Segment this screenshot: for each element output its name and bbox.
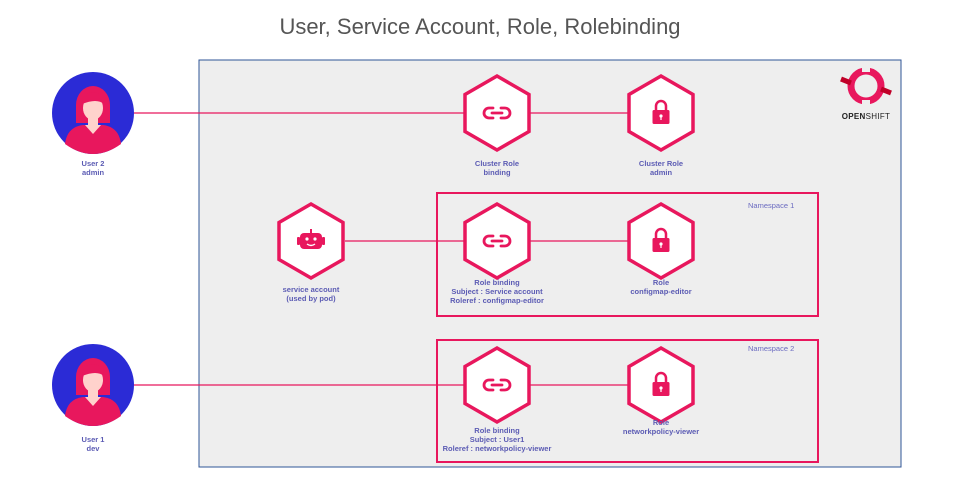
- ns2-role-binding-label-line3: Roleref : networkpolicy-viewer: [443, 444, 552, 453]
- user-1-avatar: [52, 344, 134, 426]
- namespace-2-box: [436, 339, 819, 463]
- ns1-role-binding-label-line2: Subject : Service account: [451, 287, 543, 296]
- cluster-role-node: [627, 74, 695, 152]
- ns1-role-label-line1: Role: [653, 278, 669, 287]
- openshift-logo-text: OPENSHIFT: [842, 112, 890, 121]
- cluster-role-label-line1: Cluster Role: [639, 159, 683, 168]
- user-1-label-line2: dev: [87, 444, 101, 453]
- cluster-role-binding-label-line2: binding: [483, 168, 510, 177]
- namespace-2-label: Namespace 2: [748, 344, 794, 353]
- service-account-label-line2: (used by pod): [286, 294, 336, 303]
- cluster-role-binding-label-line1: Cluster Role: [475, 159, 519, 168]
- robot-icon: [297, 229, 325, 249]
- diagram-title: User, Service Account, Role, Rolebinding: [279, 14, 680, 39]
- service-account-label-line1: service account: [283, 285, 340, 294]
- cluster-role-binding-node: [463, 74, 531, 152]
- ns2-role-label-line1: Role: [653, 418, 669, 427]
- cluster-role-label-line2: admin: [650, 168, 673, 177]
- namespace-1-label: Namespace 1: [748, 201, 794, 210]
- ns2-role-node: [627, 346, 695, 424]
- user-1-label-line1: User 1: [82, 435, 105, 444]
- ns2-role-binding-label-line2: Subject : User1: [470, 435, 525, 444]
- user-2-avatar: [52, 72, 134, 154]
- namespace-1-box: [436, 192, 819, 317]
- ns2-role-label-line2: networkpolicy-viewer: [623, 427, 699, 436]
- user-2-label-line2: admin: [82, 168, 105, 177]
- ns2-role-binding-label-line1: Role binding: [474, 426, 520, 435]
- service-account-node: [277, 202, 345, 280]
- ns1-role-binding-label-line1: Role binding: [474, 278, 520, 287]
- user-2-label-line1: User 2: [82, 159, 105, 168]
- ns1-role-node: [627, 202, 695, 280]
- ns1-role-binding-label-line3: Roleref : configmap-editor: [450, 296, 544, 305]
- ns2-role-binding-node: [463, 346, 531, 424]
- ns1-role-label-line2: configmap-editor: [630, 287, 691, 296]
- ns1-role-binding-node: [463, 202, 531, 280]
- openshift-logo: [840, 66, 892, 106]
